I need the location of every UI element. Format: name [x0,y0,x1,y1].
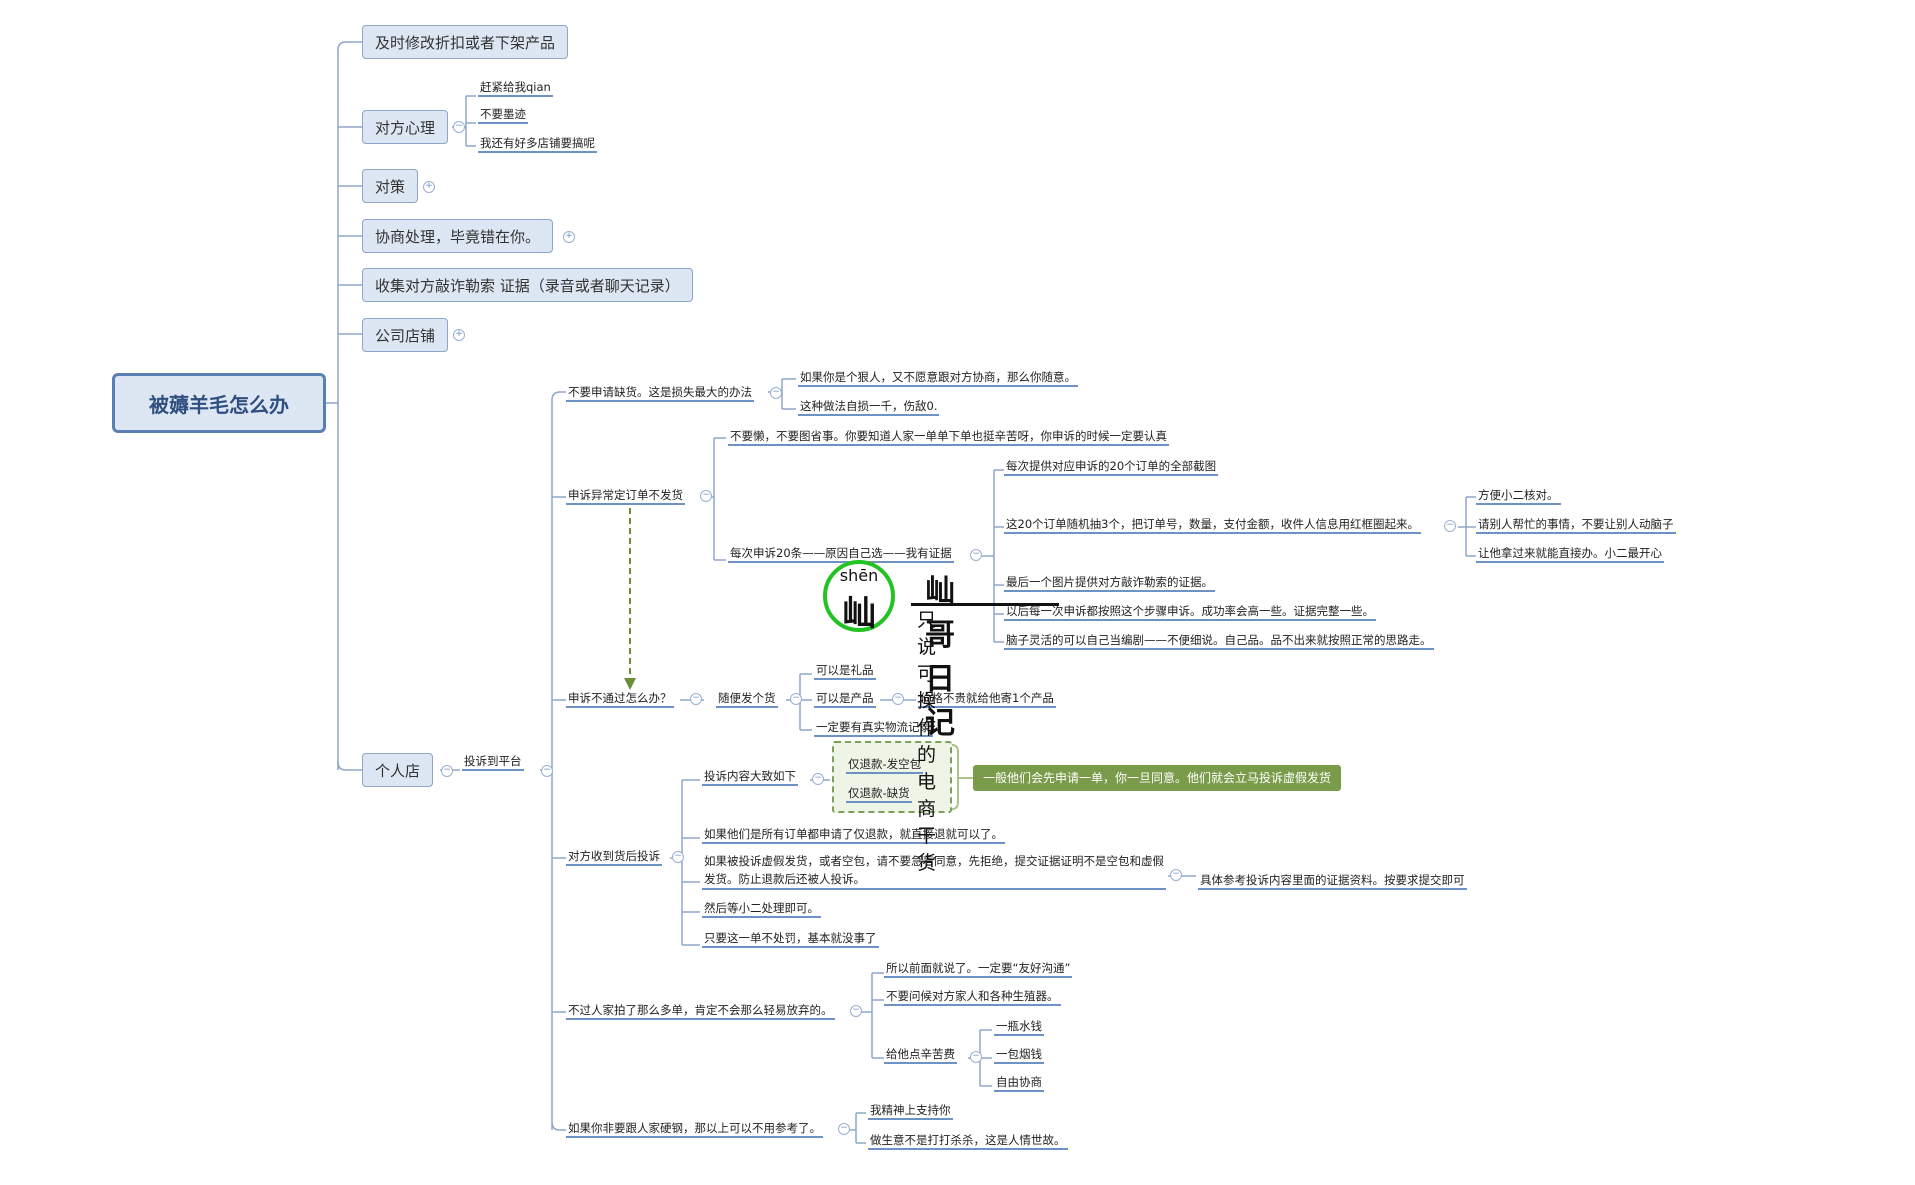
node-wont-give-up: 不过人家拍了那么多单，肯定不会那么轻易放弃的。 [566,1002,835,1020]
mindset-item: 不要墨迹 [478,106,528,124]
fee-option: 一瓶水钱 [994,1018,1044,1036]
fee-option: 一包烟钱 [994,1046,1044,1064]
expand-icon[interactable]: + [563,231,575,243]
node-hard-fight: 如果你非要跟人家硬钢，那以上可以不用参考了。 [566,1120,823,1138]
ship-option: 可以是产品 [814,690,876,708]
negotiation-tip: 给他点辛苦费 [884,1046,957,1064]
node-no-stockout: 不要申请缺货。这是损失最大的办法 [566,384,754,402]
expand-icon[interactable]: + [453,329,465,341]
collapse-icon[interactable]: − [850,1005,862,1017]
collapse-icon[interactable]: − [690,693,702,705]
collapse-icon[interactable]: − [672,851,684,863]
negotiation-tip: 不要问候对方家人和各种生殖器。 [884,988,1061,1006]
buyer-complaint-tip: 如果被投诉虚假发货，或者空包，请不要急着同意，先拒绝，提交证据证明不是空包和虚假… [702,852,1166,890]
appeal-step: 最后一个图片提供对方敲诈勒索的证据。 [1004,574,1215,592]
logo-pinyin: shēn [839,566,879,585]
collapse-icon[interactable]: − [770,387,782,399]
node-appeal-abnormal: 申诉异常定订单不发货 [566,487,685,505]
node-buyer-complains: 对方收到货后投诉 [566,848,662,866]
node-complaint-content: 投诉内容大致如下 [702,768,798,786]
collapse-icon[interactable]: − [892,693,904,705]
complaint-type: 仅退款-发空包 [846,756,924,774]
collapse-icon[interactable]: − [441,765,453,777]
expand-icon[interactable]: + [423,181,435,193]
negotiation-tip: 所以前面就说了。一定要“友好沟通” [884,960,1073,978]
node-appeal-20: 每次申诉20条——原因自己选——我有证据 [728,545,954,563]
ship-price-note: 价格不贵就给他寄1个产品 [918,690,1056,708]
root-topic[interactable]: 被薅羊毛怎么办 [112,373,326,433]
collapse-icon[interactable]: − [1444,520,1456,532]
hard-fight-tip: 我精神上支持你 [868,1102,953,1120]
collapse-icon[interactable]: − [453,121,465,133]
logo-subtitle: 只说可操作的电商干货 [917,609,937,874]
logo-circle [823,560,895,632]
ship-option: 可以是礼品 [814,662,876,680]
node-appeal-tip: 不要懒，不要图省事。你要知道人家一单单下单也挺辛苦呀，你申诉的时候一定要认真 [728,428,1169,446]
logo-divider [911,603,1059,606]
appeal-step: 每次提供对应申诉的20个订单的全部截图 [1004,458,1219,476]
collapse-icon[interactable]: − [541,765,553,777]
branch-opponent-mindset[interactable]: 对方心理 [362,110,449,144]
collapse-icon[interactable]: − [700,490,712,502]
collapse-icon[interactable]: − [790,693,802,705]
node-appeal-failed: 申诉不通过怎么办？ [566,690,674,708]
node-no-stockout-item: 如果你是个狠人，又不愿意跟对方协商，那么你随意。 [798,369,1078,387]
buyer-complaint-tip: 只要这一单不处罚，基本就没事了 [702,930,879,948]
appeal-step: 脑子灵活的可以自己当编剧——不便细说。自己品。品不出来就按照正常的思路走。 [1004,632,1434,650]
branch-negotiate[interactable]: 协商处理，毕竟错在你。 [362,219,554,253]
appeal-step: 这20个订单随机抽3个，把订单号，数量，支付金额，收件人信息用红框圈起来。 [1004,516,1421,534]
branch-modify-discount[interactable]: 及时修改折扣或者下架产品 [362,25,569,59]
node-no-stockout-item: 这种做法自损一千，伤敌0. [798,398,940,416]
collapse-icon[interactable]: − [838,1123,850,1135]
appeal-reason: 请别人帮忙的事情，不要让别人动脑子 [1476,516,1676,534]
buyer-complaint-tip: 如果他们是所有订单都申请了仅退款，就直接退就可以了。 [702,826,1005,844]
evidence-note: 具体参考投诉内容里面的证据资料。按要求提交即可 [1198,872,1467,890]
logo-character: 屾 [842,594,876,634]
node-ship-something: 随便发个货 [716,690,778,708]
branch-personal-store[interactable]: 个人店 [362,753,434,787]
complain-to-platform: 投诉到平台 [462,753,524,771]
appeal-step: 以后每一次申诉都按照这个步骤申诉。成功率会高一些。证据完整一些。 [1004,603,1376,621]
collapse-icon[interactable]: − [812,773,824,785]
branch-collect-evidence[interactable]: 收集对方敲诈勒索 证据（录音或者聊天记录） [362,268,693,302]
buyer-complaint-tip: 然后等小二处理即可。 [702,900,821,918]
mindset-item: 我还有好多店铺要搞呢 [478,135,597,153]
ship-option: 一定要有真实物流记录 [814,719,933,737]
collapse-icon[interactable]: − [1170,869,1182,881]
branch-countermeasure[interactable]: 对策 [362,169,419,203]
summary-note[interactable]: 一般他们会先申请一单，你一旦同意。他们就会立马投诉虚假发货 [973,765,1342,791]
appeal-reason: 方便小二核对。 [1476,487,1561,505]
appeal-reason: 让他拿过来就能直接办。小二最开心 [1476,545,1664,563]
collapse-icon[interactable]: − [970,1051,982,1063]
hard-fight-tip: 做生意不是打打杀杀，这是人情世故。 [868,1132,1068,1150]
fee-option: 自由协商 [994,1074,1044,1092]
branch-company-store[interactable]: 公司店铺 [362,318,449,352]
mindset-item: 赶紧给我qian [478,79,553,97]
complaint-type: 仅退款-缺货 [846,785,912,803]
collapse-icon[interactable]: − [970,549,982,561]
